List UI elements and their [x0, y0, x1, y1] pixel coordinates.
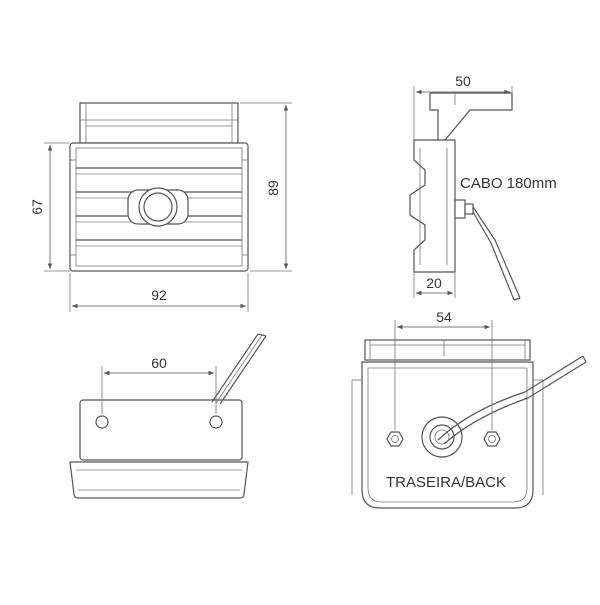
back-view: 54 TRASEIRA/BACK [351, 309, 587, 509]
side-view: 50 20 CABO 180mm [409, 73, 557, 301]
front-width-label: 92 [151, 287, 167, 303]
back-hole-spacing-label: 54 [436, 309, 452, 325]
front-lens [127, 187, 189, 227]
back-nut-right [483, 431, 501, 447]
side-cable [472, 206, 521, 301]
front-height-label: 89 [265, 180, 281, 196]
side-top-width-label: 50 [455, 73, 471, 89]
front-inner-height-label: 67 [29, 199, 45, 215]
side-bottom-width-label: 20 [426, 275, 442, 291]
back-view-label: TRASEIRA/BACK [386, 474, 506, 491]
bottom-cable [211, 333, 267, 405]
back-nut-left [386, 431, 404, 447]
back-cable [437, 355, 587, 445]
bottom-hole-spacing-label: 60 [151, 355, 167, 371]
cable-length-label: CABO 180mm [460, 175, 557, 192]
front-view: 92 89 67 [29, 102, 292, 312]
bottom-view: 60 [69, 333, 267, 499]
